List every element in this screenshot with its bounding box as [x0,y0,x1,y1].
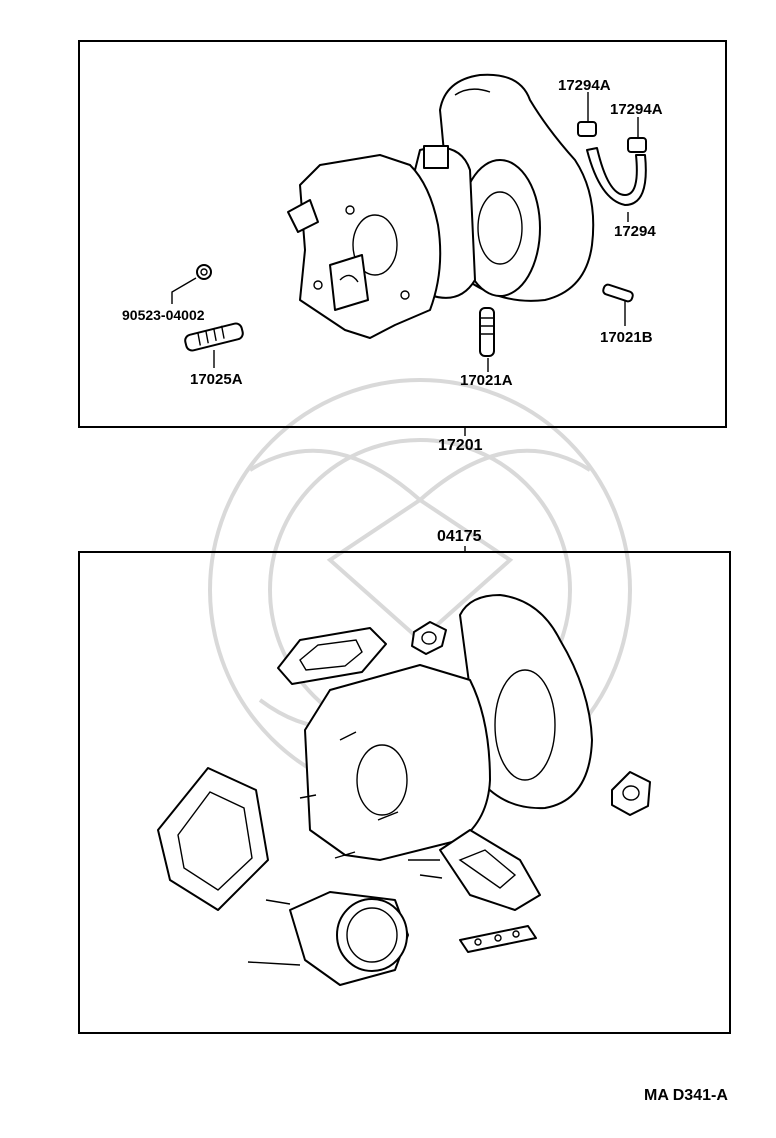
turbocharger-assembly-drawing [287,73,595,339]
stud-17025a [184,322,244,352]
part-label-17021a: 17021A [460,372,513,389]
gasket-kit-part-number: 04175 [437,528,482,545]
diagram-reference-code: MA D341-A [644,1087,728,1104]
part-label-90523-04002: 90523-04002 [122,307,205,323]
nut-90523 [196,264,212,280]
part-label-17294a-lower: 17294A [610,101,663,118]
gasket-kit-exploded-view [157,594,651,986]
bottom-panel-frame [78,551,731,1034]
part-label-17025a: 17025A [190,371,243,388]
stud-17021a [479,307,495,357]
hose-clamp-1 [577,121,597,137]
hose-and-clamps [577,121,647,206]
part-label-17021b: 17021B [600,329,653,346]
part-label-17294a-upper: 17294A [558,77,611,94]
part-label-17294: 17294 [614,223,656,240]
top-panel-frame [78,40,727,428]
assembly-part-number: 17201 [438,437,483,454]
hose-clamp-2 [627,137,647,153]
stud-17021b [602,283,634,303]
